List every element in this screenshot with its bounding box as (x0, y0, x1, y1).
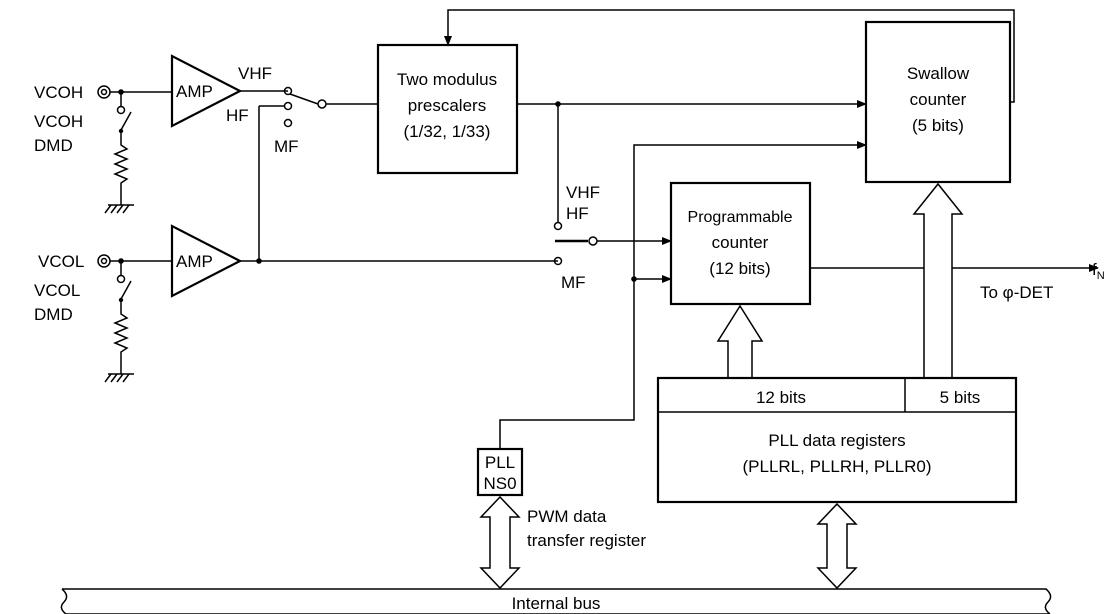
vcoh-dmd-label-2: DMD (34, 136, 73, 155)
vcol-dmd-label-1: VCOL (34, 281, 80, 300)
swallow-line-2: counter (910, 90, 967, 109)
vcol-dmd-label-2: DMD (34, 305, 73, 324)
prescaler-line-3: (1/32, 1/33) (404, 122, 491, 141)
vcoh-resistor-icon (113, 131, 129, 205)
pwm-label-1: PWM data (527, 507, 607, 526)
sw1-vhf-label: VHF (238, 64, 272, 83)
internal-bus: Internal bus (60, 588, 1052, 614)
pwm-label-2: transfer register (527, 531, 646, 550)
vcoh-ground-icon (104, 204, 134, 214)
band-switch-1: VHF HF MF (226, 64, 558, 264)
vcol-label: VCOL (38, 252, 84, 271)
progcounter-line-1: Programmable (688, 209, 793, 226)
vcoh-input: VCOH VCOH DMD (34, 83, 182, 214)
vcol-ground-icon (104, 373, 134, 383)
vcoh-dmd-switch-icon (116, 105, 132, 134)
swallow-line-3: (5 bits) (912, 116, 964, 135)
pll-data-registers-block: 12 bits 5 bits PLL data registers (PLLRL… (656, 376, 1018, 504)
reg-field-5bits: 5 bits (940, 388, 981, 407)
internal-bus-label: Internal bus (512, 594, 601, 613)
progcounter-line-2: counter (712, 233, 769, 252)
amp-low: AMP (170, 224, 243, 298)
reg-line-2: (PLLRL, PLLRH, PLLR0) (743, 457, 932, 476)
reg-line-1: PLL data registers (768, 431, 905, 450)
vcoh-terminal-icon (97, 85, 111, 99)
amp-high: AMP (170, 54, 243, 128)
band-switch-2: VHF HF MF (553, 183, 672, 292)
arrow-12bits-to-programmable (716, 304, 764, 379)
vcol-terminal-icon (97, 254, 111, 268)
bus-arrow-ns0 (479, 495, 521, 590)
arrow-5bits-to-swallow (912, 182, 964, 379)
swallow-counter-block: Swallow counter (5 bits) (864, 20, 1012, 184)
vcol-resistor-icon (113, 300, 129, 374)
sw1-mf-label: MF (274, 137, 299, 156)
amp-low-label: AMP (176, 252, 213, 271)
prescaler-line-2: prescalers (408, 96, 486, 115)
programmable-counter-block: Programmable counter (12 bits) (669, 181, 812, 306)
ns0-control-wire (499, 141, 867, 449)
swallow-line-1: Swallow (907, 64, 970, 83)
amp-low-junction-dot (256, 258, 262, 264)
vcol-dmd-switch-icon (116, 274, 132, 303)
prescaler-block: Two modulus prescalers (1/32, 1/33) (376, 43, 519, 175)
vcol-input: VCOL VCOL DMD (34, 252, 172, 383)
fn-label: fN (1092, 260, 1105, 282)
vcoh-label: VCOH (34, 83, 83, 102)
ns0-line-1: PLL (485, 453, 515, 472)
reg-field-12bits: 12 bits (756, 388, 806, 407)
ns0-line-2: NS0 (483, 474, 516, 493)
progcounter-line-3: (12 bits) (709, 259, 770, 278)
sw2-hf-label: HF (566, 204, 589, 223)
to-phi-det-label: To φ-DET (980, 283, 1053, 302)
sw2-mf-label: MF (561, 273, 586, 292)
pll-ns0-block: PLL NS0 (476, 447, 524, 497)
prescaler-line-1: Two modulus (397, 70, 497, 89)
bus-arrow-registers (816, 502, 858, 590)
amp-high-label: AMP (176, 82, 213, 101)
vcoh-dmd-label-1: VCOH (34, 112, 83, 131)
sw1-hf-label: HF (226, 106, 249, 125)
sw2-vhf-label: VHF (566, 183, 600, 202)
